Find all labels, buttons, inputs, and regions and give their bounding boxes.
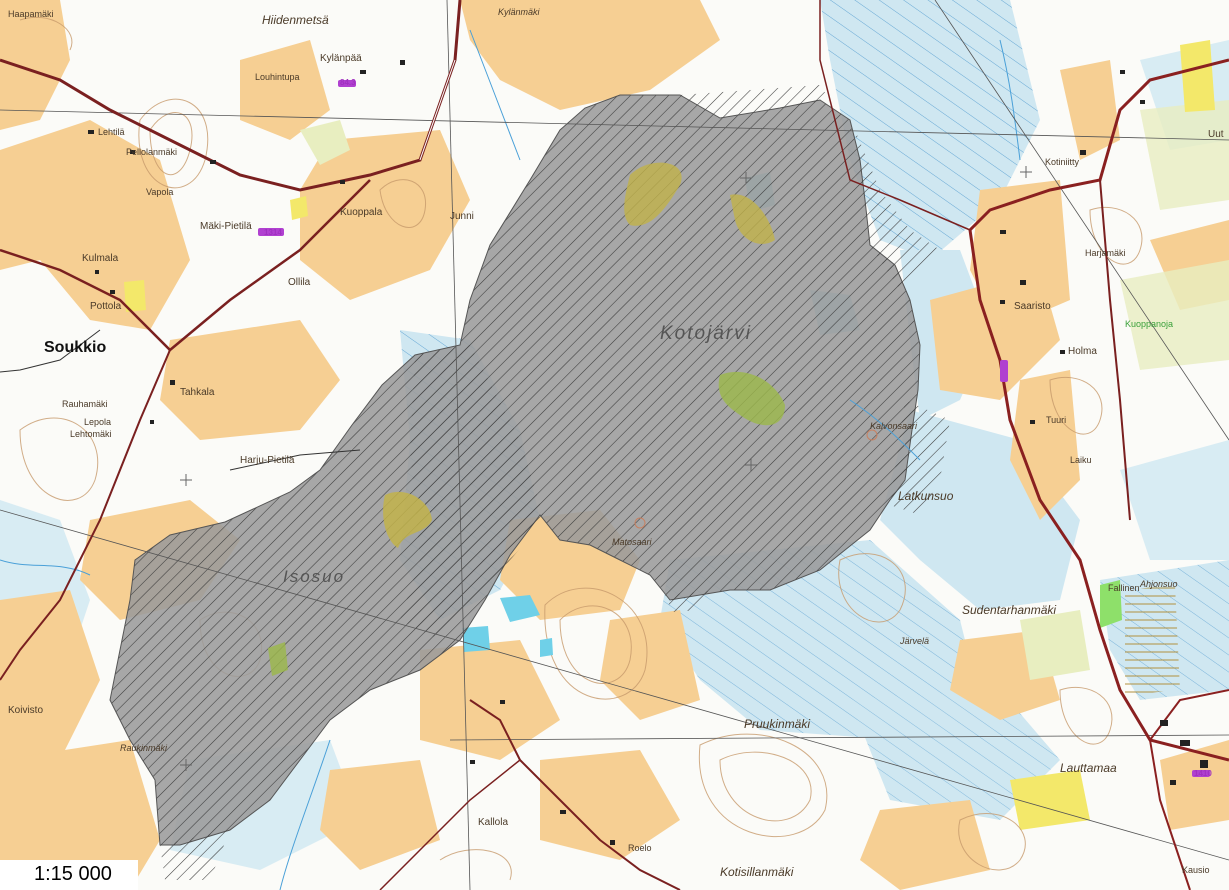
label-kylanpaa: Kylänpää bbox=[320, 53, 362, 64]
label-ahjonsuo: Ahjonsuo bbox=[1140, 579, 1178, 589]
label-haapamaki: Haapamäki bbox=[8, 9, 54, 19]
label-sudentarhanmaki: Sudentarhanmäki bbox=[962, 603, 1057, 617]
label-raukinmaki: Raukinmäki bbox=[120, 743, 168, 753]
label-kylanmaki: Kylänmäki bbox=[498, 7, 540, 17]
label-harju-pietila: Harju-Pietilä bbox=[240, 455, 295, 466]
label-road-1314: 1314 bbox=[264, 228, 282, 237]
buildings bbox=[88, 60, 1208, 845]
label-kalvonsaari: Kalvonsaari bbox=[870, 421, 918, 431]
label-kylanpaa-number: 84.3 bbox=[340, 78, 356, 87]
label-lehtomaki: Lehtomäki bbox=[70, 429, 112, 439]
label-laiku: Laiku bbox=[1070, 455, 1092, 465]
label-kulmala: Kulmala bbox=[82, 253, 119, 264]
road-markers bbox=[258, 80, 1210, 777]
label-lepola: Lepola bbox=[84, 417, 112, 427]
label-rauhamaki: Rauhamäki bbox=[62, 399, 108, 409]
label-kuoppala: Kuoppala bbox=[340, 207, 383, 218]
scale-indicator: 1:15 000 bbox=[0, 860, 138, 890]
label-koivisto: Koivisto bbox=[8, 705, 44, 716]
label-vapola: Vapola bbox=[146, 187, 174, 197]
label-road-1410: 1410 bbox=[1194, 769, 1212, 778]
label-louhintupa: Louhintupa bbox=[255, 72, 300, 82]
label-latkunsuo: Latkunsuo bbox=[898, 489, 954, 503]
label-roelo: Roelo bbox=[628, 843, 652, 853]
label-matosaari: Matosaari bbox=[612, 537, 652, 547]
label-harjamaki: Harjamäki bbox=[1085, 248, 1126, 258]
label-kallola: Kallola bbox=[478, 817, 509, 828]
terrain-symbols bbox=[180, 166, 1032, 771]
label-kotojarvi: Kotojärvi bbox=[660, 323, 752, 344]
label-saaristo: Saaristo bbox=[1014, 301, 1051, 312]
label-kotisillanmaki: Kotisillanmäki bbox=[720, 865, 794, 879]
label-tahkala: Tahkala bbox=[180, 387, 215, 398]
label-soukkio: Soukkio bbox=[44, 339, 107, 356]
label-pruukinmaki: Pruukinmäki bbox=[744, 717, 811, 731]
label-pellolanmaki: Pellolanmäki bbox=[126, 147, 178, 157]
vegetation-in-protected-area bbox=[268, 162, 785, 676]
label-ollila: Ollila bbox=[288, 277, 311, 288]
label-jarvela: Järvelä bbox=[900, 636, 930, 646]
label-kotiniitty: Kotiniitty bbox=[1045, 157, 1080, 167]
label-pottola: Pottola bbox=[90, 301, 122, 312]
label-tuuri: Tuuri bbox=[1046, 415, 1067, 425]
protected-area bbox=[109, 85, 950, 880]
label-lehtila: Lehtilä bbox=[98, 127, 125, 137]
label-hiidenmetsa: Hiidenmetsä bbox=[262, 13, 329, 27]
label-fallinen: Fallinen bbox=[1108, 583, 1140, 593]
label-junni: Junni bbox=[450, 211, 474, 222]
label-kausio: Kausio bbox=[1182, 865, 1210, 875]
label-maki-pietila: Mäki-Pietilä bbox=[200, 221, 252, 232]
label-lauttamaa: Lauttamaa bbox=[1060, 761, 1117, 775]
label-isosuo: Isosuo bbox=[283, 567, 346, 586]
streams bbox=[0, 29, 1021, 890]
label-holma: Holma bbox=[1068, 346, 1097, 357]
label-uut: Uut bbox=[1208, 129, 1224, 140]
label-kuoppanoja: Kuoppanoja bbox=[1125, 319, 1174, 329]
